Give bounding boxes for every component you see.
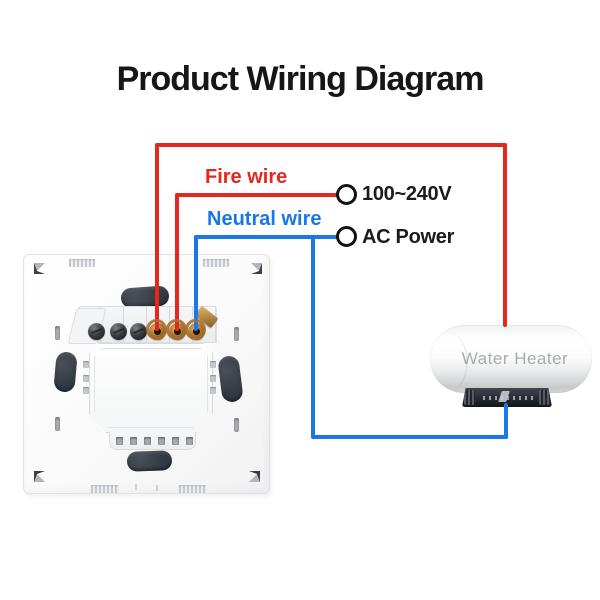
- mounting-tab-icon: [203, 259, 229, 267]
- load-wire-top-horizontal: [155, 143, 507, 147]
- terminal-screw: [130, 323, 147, 340]
- wire-terminal-ring: [146, 319, 167, 340]
- panel-ridge: [539, 390, 550, 405]
- module-inner-outline: [94, 348, 208, 428]
- neutral-wire-horizontal: [194, 235, 341, 239]
- page-title: Product Wiring Diagram: [116, 60, 485, 98]
- clip-slot: [210, 361, 216, 368]
- panel-buttons: [483, 396, 533, 400]
- neutral-branch-bottom: [311, 435, 508, 439]
- water-heater-label: Water Heater: [461, 349, 569, 368]
- fire-wire-horizontal: [175, 193, 341, 197]
- side-slot: [234, 418, 239, 432]
- plate-corner-mark: [34, 471, 45, 482]
- vent-slot: [172, 437, 179, 445]
- terminal-screw: [88, 323, 105, 340]
- heater-end-cap: [432, 333, 468, 391]
- panel-ridge: [464, 390, 475, 405]
- voltage-label: 100~240V: [362, 183, 452, 205]
- vent-slot: [158, 437, 165, 445]
- power-terminal-circle-live: [336, 184, 357, 205]
- module-bottom-tab: [109, 432, 196, 450]
- water-heater: Water Heater: [428, 322, 596, 410]
- fire-wire-label: Fire wire: [205, 166, 288, 188]
- vent-slot: [144, 437, 151, 445]
- plate-notch: [135, 484, 137, 490]
- load-wire-vertical-to-heater: [503, 143, 507, 327]
- clip-slot: [83, 361, 89, 368]
- left-cable-slot: [53, 351, 78, 393]
- switch-rear-panel: [23, 254, 270, 494]
- bottom-cable-slot: [126, 450, 173, 472]
- vent-slot: [186, 437, 193, 445]
- mounting-tab-icon: [69, 259, 95, 267]
- neutral-branch-riser-to-heater: [504, 403, 508, 439]
- wire-terminal-ring: [185, 319, 206, 340]
- plate-notch: [156, 485, 158, 491]
- neutral-wire-vertical: [194, 235, 198, 331]
- clip-slot: [210, 375, 216, 382]
- switch-relay-module: [89, 343, 213, 433]
- load-wire-vertical-from-switch: [155, 143, 159, 331]
- right-cable-slot: [217, 354, 244, 404]
- plate-corner-mark: [249, 471, 260, 482]
- mounting-tab-icon: [91, 485, 119, 493]
- side-slot: [55, 326, 60, 340]
- power-terminal-circle-neutral: [336, 226, 357, 247]
- ac-power-label: AC Power: [362, 226, 455, 248]
- wire-terminal-ring: [166, 319, 187, 340]
- plate-corner-mark: [251, 263, 262, 274]
- heater-control-panel: [462, 388, 552, 407]
- vent-slot: [130, 437, 137, 445]
- neutral-branch-drop: [311, 235, 315, 439]
- clip-slot: [83, 375, 89, 382]
- water-heater-body: Water Heater: [430, 325, 592, 393]
- clip-slot: [210, 387, 216, 394]
- plate-corner-mark: [34, 263, 45, 274]
- clip-slot: [83, 387, 89, 394]
- side-slot: [234, 327, 239, 341]
- mounting-tab-icon: [179, 485, 206, 493]
- fire-wire-vertical: [175, 193, 179, 331]
- terminal-screw: [110, 323, 127, 340]
- neutral-wire-label: Neutral wire: [207, 208, 322, 230]
- vent-slot: [116, 437, 123, 445]
- side-slot: [55, 417, 60, 431]
